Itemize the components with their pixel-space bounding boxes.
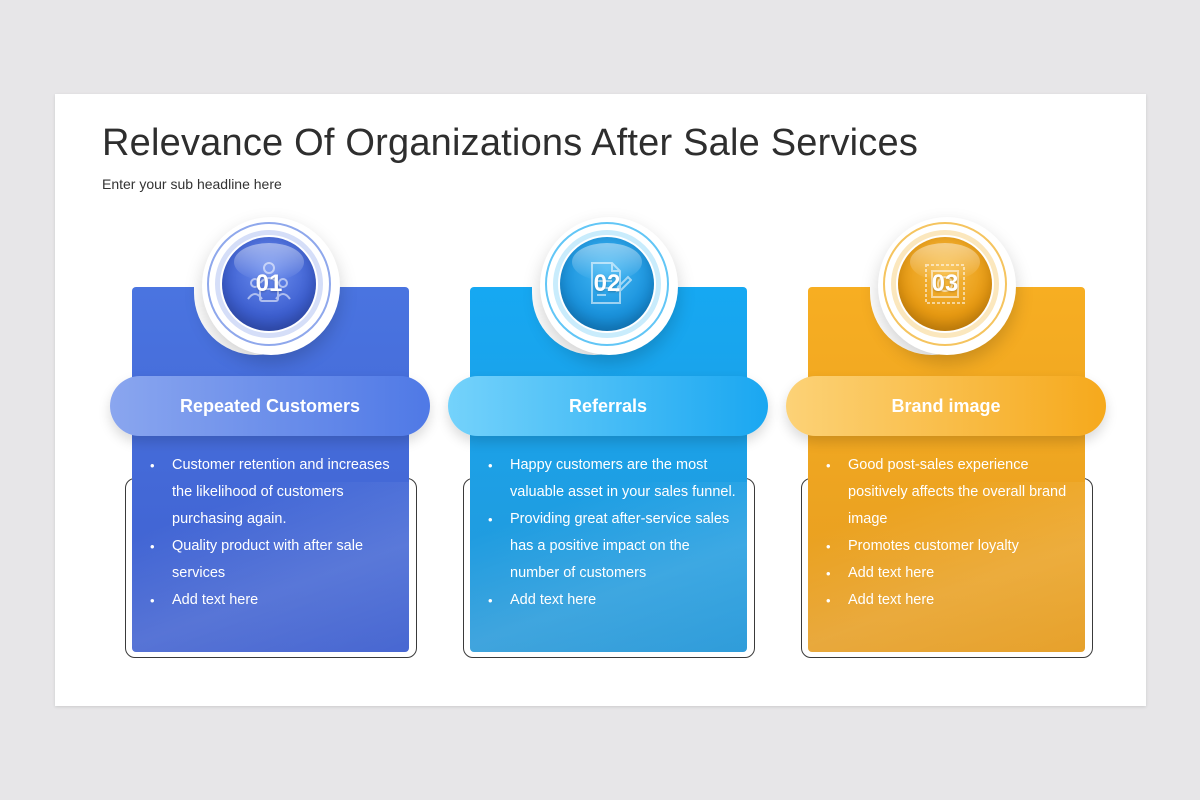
card-heading: Brand image xyxy=(786,376,1106,436)
list-item: Add text here xyxy=(150,587,400,614)
card-number: 03 xyxy=(931,270,959,297)
card-repeated-customers: 01 Repeated Customers Customer retention… xyxy=(110,94,447,706)
bullet-list: Happy customers are the most valuable as… xyxy=(488,452,738,614)
list-item: Promotes customer loyalty xyxy=(826,533,1076,560)
card-number: 02 xyxy=(593,270,621,297)
card-referrals: 02 Referrals Happy customers are the mos… xyxy=(448,94,785,706)
bullet-list: Good post-sales experience positively af… xyxy=(826,452,1076,614)
stamp-icon xyxy=(925,264,965,304)
card-brand-image: 03 Brand image Good post-sales experienc… xyxy=(786,94,1123,706)
list-item: Good post-sales experience positively af… xyxy=(826,452,1076,533)
slide-title: Relevance Of Organizations After Sale Se… xyxy=(102,122,919,164)
people-meeting-icon xyxy=(247,262,291,302)
bullet-list: Customer retention and increases the lik… xyxy=(150,452,400,614)
number-medallion: 03 xyxy=(878,217,1016,355)
card-heading: Referrals xyxy=(448,376,768,436)
list-item: Customer retention and increases the lik… xyxy=(150,452,400,533)
card-heading: Repeated Customers xyxy=(110,376,430,436)
number-medallion: 01 xyxy=(202,217,340,355)
list-item: Providing great after-service sales has … xyxy=(488,506,738,587)
slide-subtitle: Enter your sub headline here xyxy=(102,176,282,192)
number-medallion: 02 xyxy=(540,217,678,355)
list-item: Add text here xyxy=(826,587,1076,614)
document-pencil-icon xyxy=(591,262,632,304)
list-item: Quality product with after sale services xyxy=(150,533,400,587)
list-item: Happy customers are the most valuable as… xyxy=(488,452,738,506)
list-item: Add text here xyxy=(826,560,1076,587)
card-number: 01 xyxy=(255,270,283,297)
slide: Relevance Of Organizations After Sale Se… xyxy=(55,94,1146,706)
list-item: Add text here xyxy=(488,587,738,614)
